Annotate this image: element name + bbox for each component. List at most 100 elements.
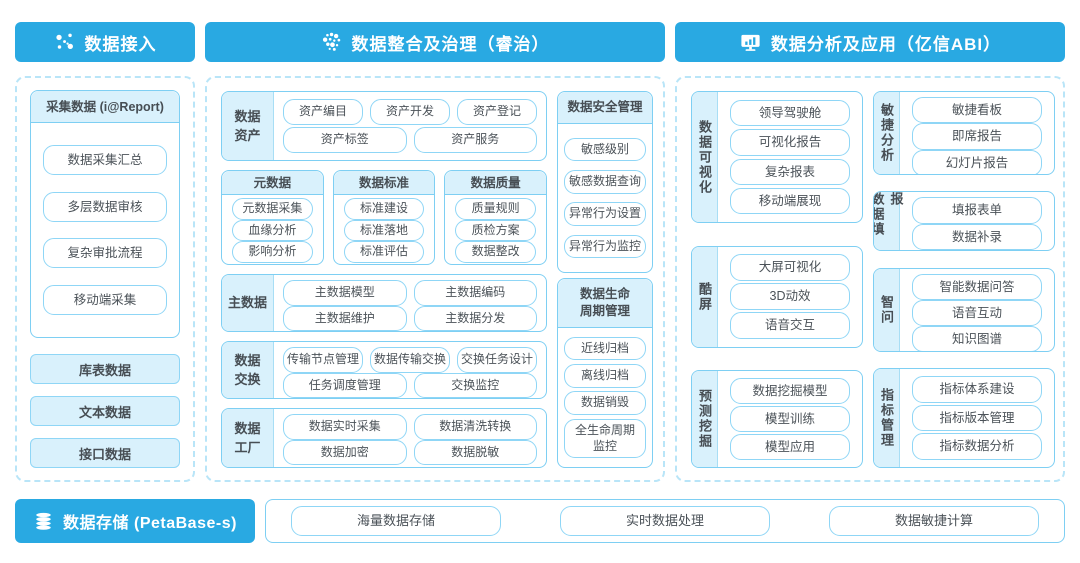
header-data-storage: 数据存储 (PetaBase-s) — [15, 499, 255, 543]
asset-item: 资产开发 — [370, 99, 450, 125]
cool-screen-item: 大屏可视化 — [730, 254, 850, 281]
data-exchange-row: 数据 交换 传输节点管理 数据传输交换 交换任务设计 任务调度管理 交换监控 — [221, 341, 547, 399]
panel-data-ingest: 采集数据 (i@Report) 数据采集汇总 多层数据审核 复杂审批流程 移动端… — [15, 76, 195, 482]
quality-item: 质量规则 — [455, 198, 537, 220]
metrics-item: 指标版本管理 — [912, 404, 1042, 432]
security-item: 异常行为监控 — [564, 234, 646, 259]
exchange-item: 交换监控 — [413, 372, 537, 398]
data-factory-row: 数据 工厂 数据实时采集 数据清洗转换 数据加密 数据脱敏 — [221, 408, 547, 468]
metrics-management-section: 指标管理 指标体系建设 指标版本管理 指标数据分析 — [873, 367, 1055, 468]
monitor-chart-icon — [741, 34, 760, 51]
data-lifecycle-title: 数据生命 周期管理 — [558, 279, 652, 328]
header-label: 数据接入 — [84, 34, 157, 54]
data-quality-title: 数据质量 — [445, 171, 547, 195]
cool-screen-item: 语音交互 — [730, 312, 850, 339]
visualization-item: 移动端展现 — [730, 187, 850, 214]
predictive-mining-section: 预测挖掘 数据挖掘模型 模型训练 模型应用 — [691, 370, 863, 468]
cool-screen-section: 酷屏 大屏可视化 3D动效 语音交互 — [691, 245, 863, 348]
governance-left-group: 数据 资产 资产编目 资产开发 资产登记 资产标签 资产服务 元数据 — [221, 91, 548, 468]
data-filling-section: 数据填报 填报表单 数据补录 — [873, 191, 1055, 252]
source-box-interface-data: 接口数据 — [30, 438, 180, 468]
database-icon — [36, 512, 51, 530]
data-visualization-section: 数据可视化 领导驾驶舱 可视化报告 复杂报表 移动端展现 — [691, 91, 863, 223]
mining-item: 数据挖掘模型 — [730, 377, 850, 405]
data-standard-title: 数据标准 — [333, 171, 435, 195]
header-label: 数据存储 (PetaBase-s) — [63, 515, 237, 532]
agile-item: 幻灯片报告 — [912, 149, 1042, 174]
data-exchange-label: 数据 交换 — [222, 342, 274, 398]
network-dots-icon — [55, 33, 73, 50]
storage-item: 数据敏捷计算 — [829, 505, 1039, 537]
filling-item: 填报表单 — [912, 197, 1042, 224]
storage-items-container: 海量数据存储 实时数据处理 数据敏捷计算 — [265, 499, 1065, 543]
source-box-table-data: 库表数据 — [30, 354, 180, 384]
mining-item: 模型应用 — [730, 433, 850, 461]
smart-qa-item: 知识图谱 — [912, 326, 1042, 351]
factory-item: 数据加密 — [283, 439, 407, 466]
standard-item: 标准建设 — [343, 198, 425, 220]
metadata-title: 元数据 — [222, 171, 323, 195]
panel-data-analytics: 数据可视化 领导驾驶舱 可视化报告 复杂报表 移动端展现 酷屏 大屏可视化 3D… — [675, 76, 1065, 482]
data-asset-label: 数据 资产 — [222, 92, 274, 160]
metadata-standard-quality-row: 元数据 元数据采集 血缘分析 影响分析 数据标准 标准建设 标准落地 标准评估 — [221, 170, 548, 265]
exchange-item: 任务调度管理 — [283, 372, 407, 398]
collect-item: 多层数据审核 — [43, 191, 167, 222]
data-security-box: 数据安全管理 敏感级别 敏感数据查询 异常行为设置 异常行为监控 — [557, 91, 653, 273]
agile-item: 即席报告 — [912, 123, 1042, 150]
agile-analysis-section: 敏捷分析 敏捷看板 即席报告 幻灯片报告 — [873, 91, 1055, 175]
security-item: 异常行为设置 — [564, 202, 646, 226]
data-standard-box: 数据标准 标准建设 标准落地 标准评估 — [332, 170, 436, 265]
lifecycle-item: 数据销毁 — [564, 391, 646, 416]
header-data-ingest: 数据接入 — [15, 22, 195, 62]
storage-item: 海量数据存储 — [291, 505, 501, 537]
collect-data-group: 采集数据 (i@Report) 数据采集汇总 多层数据审核 复杂审批流程 移动端… — [30, 90, 180, 338]
standard-item: 标准落地 — [343, 219, 425, 242]
quality-item: 数据整改 — [455, 241, 537, 263]
master-item: 主数据编码 — [413, 280, 537, 306]
header-label: 数据分析及应用（亿信ABI） — [770, 34, 1002, 54]
quality-item: 质检方案 — [455, 219, 537, 242]
master-data-row: 主数据 主数据模型 主数据编码 主数据维护 主数据分发 — [221, 274, 547, 332]
visualization-item: 可视化报告 — [730, 129, 850, 156]
collect-data-body: 数据采集汇总 多层数据审核 复杂审批流程 移动端采集 — [31, 123, 179, 337]
lifecycle-item: 全生命周期 监控 — [564, 418, 646, 459]
mining-item: 模型训练 — [730, 405, 850, 433]
master-item: 主数据分发 — [413, 305, 537, 331]
security-item: 敏感数据查询 — [564, 169, 646, 194]
lifecycle-item: 离线归档 — [564, 364, 646, 388]
exchange-item: 传输节点管理 — [283, 347, 363, 373]
header-data-analytics: 数据分析及应用（亿信ABI） — [675, 22, 1065, 62]
smart-qa-label: 智问 — [874, 268, 900, 351]
master-item: 主数据维护 — [283, 305, 407, 331]
data-security-title: 数据安全管理 — [558, 92, 652, 124]
smart-qa-item: 语音互动 — [912, 299, 1042, 327]
asset-item: 资产编目 — [283, 99, 363, 125]
asset-item: 资产登记 — [457, 99, 537, 125]
metrics-item: 指标数据分析 — [912, 433, 1042, 460]
master-data-label: 主数据 — [222, 275, 274, 331]
cool-screen-label: 酷屏 — [692, 246, 718, 347]
asset-item: 资产服务 — [413, 127, 537, 153]
data-factory-label: 数据 工厂 — [222, 409, 274, 467]
collect-data-title: 采集数据 (i@Report) — [31, 91, 179, 123]
metadata-item: 元数据采集 — [232, 198, 313, 220]
lifecycle-item: 近线归档 — [564, 336, 646, 361]
data-visualization-label: 数据可视化 — [692, 92, 718, 222]
smart-qa-section: 智问 智能数据问答 语音互动 知识图谱 — [873, 267, 1055, 352]
storage-item: 实时数据处理 — [560, 505, 770, 537]
data-lifecycle-box: 数据生命 周期管理 近线归档 离线归档 数据销毁 全生命周期 监控 — [557, 278, 653, 468]
security-item: 敏感级别 — [564, 137, 646, 162]
collect-item: 移动端采集 — [43, 284, 167, 315]
exchange-item: 交换任务设计 — [457, 347, 537, 373]
source-box-text-data: 文本数据 — [30, 396, 180, 426]
visualization-item: 复杂报表 — [730, 158, 850, 185]
collect-item: 数据采集汇总 — [43, 145, 167, 176]
asset-item: 资产标签 — [283, 127, 407, 153]
visualization-item: 领导驾驶舱 — [730, 100, 850, 127]
metadata-item: 影响分析 — [232, 241, 313, 263]
factory-item: 数据实时采集 — [283, 414, 407, 440]
metrics-management-label: 指标管理 — [874, 368, 900, 467]
header-data-governance: 数据整合及治理（睿治） — [205, 22, 665, 62]
analytics-right-group: 敏捷分析 敏捷看板 即席报告 幻灯片报告 数据填报 填报表单 数据补录 智问 智… — [873, 91, 1055, 468]
metadata-item: 血缘分析 — [232, 219, 313, 242]
